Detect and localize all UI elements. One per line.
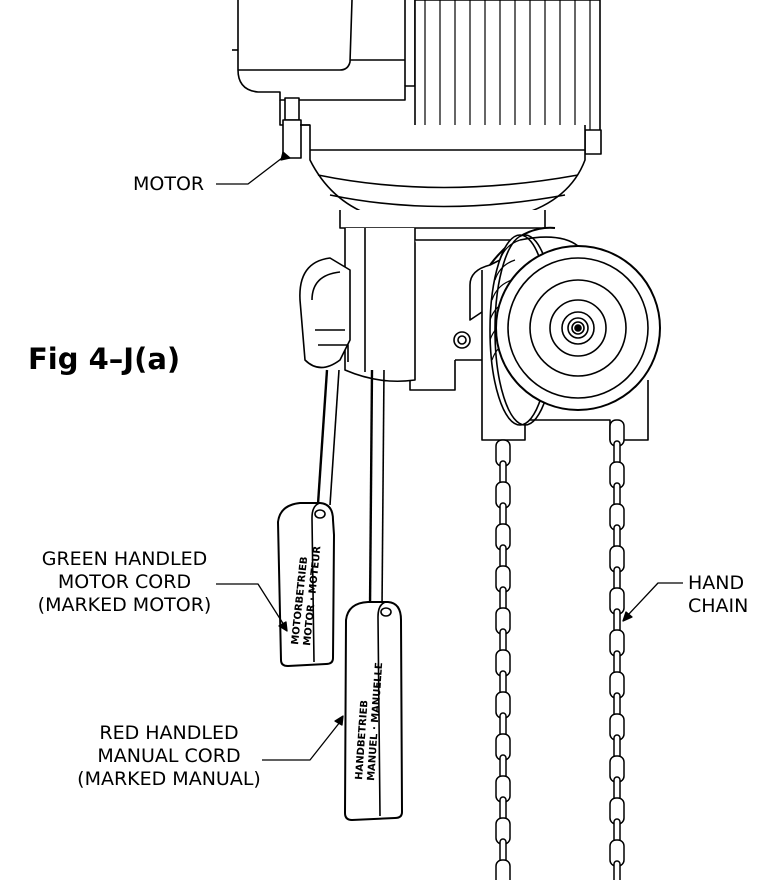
leader-lines xyxy=(216,151,683,761)
green-cord-label-line-3: (MARKED MOTOR) xyxy=(37,594,212,616)
hand-chain-label-line-1: HAND xyxy=(688,572,745,594)
green-cord-label-line-2: MOTOR CORD xyxy=(57,571,192,593)
motor-label: MOTOR xyxy=(133,173,205,195)
red-cord-label-line-3: (MARKED MANUAL) xyxy=(77,768,261,790)
red-handle xyxy=(344,601,403,821)
gearbox xyxy=(300,124,586,391)
hand-chain-left xyxy=(495,439,511,880)
hand-chain-right xyxy=(609,419,625,880)
green-cord-label: GREEN HANDLED MOTOR CORD (MARKED MOTOR) xyxy=(12,548,237,617)
chain-link xyxy=(613,860,621,880)
green-handle xyxy=(277,502,335,667)
pull-cords xyxy=(316,369,385,609)
hand-chain-label: HAND CHAIN xyxy=(688,572,748,618)
chain-link xyxy=(495,859,511,880)
hand-chain-label-line-2: CHAIN xyxy=(688,595,749,617)
green-cord-label-line-1: GREEN HANDLED xyxy=(41,548,208,570)
lever-housing xyxy=(299,257,351,369)
red-cord-label: RED HANDLED MANUAL CORD (MARKED MANUAL) xyxy=(58,722,280,791)
red-cord-label-line-2: MANUAL CORD xyxy=(97,745,241,767)
chain-wheel xyxy=(469,226,661,441)
figure-title: Fig 4–J(a) xyxy=(28,342,181,376)
red-cord-label-line-1: RED HANDLED xyxy=(99,722,239,744)
